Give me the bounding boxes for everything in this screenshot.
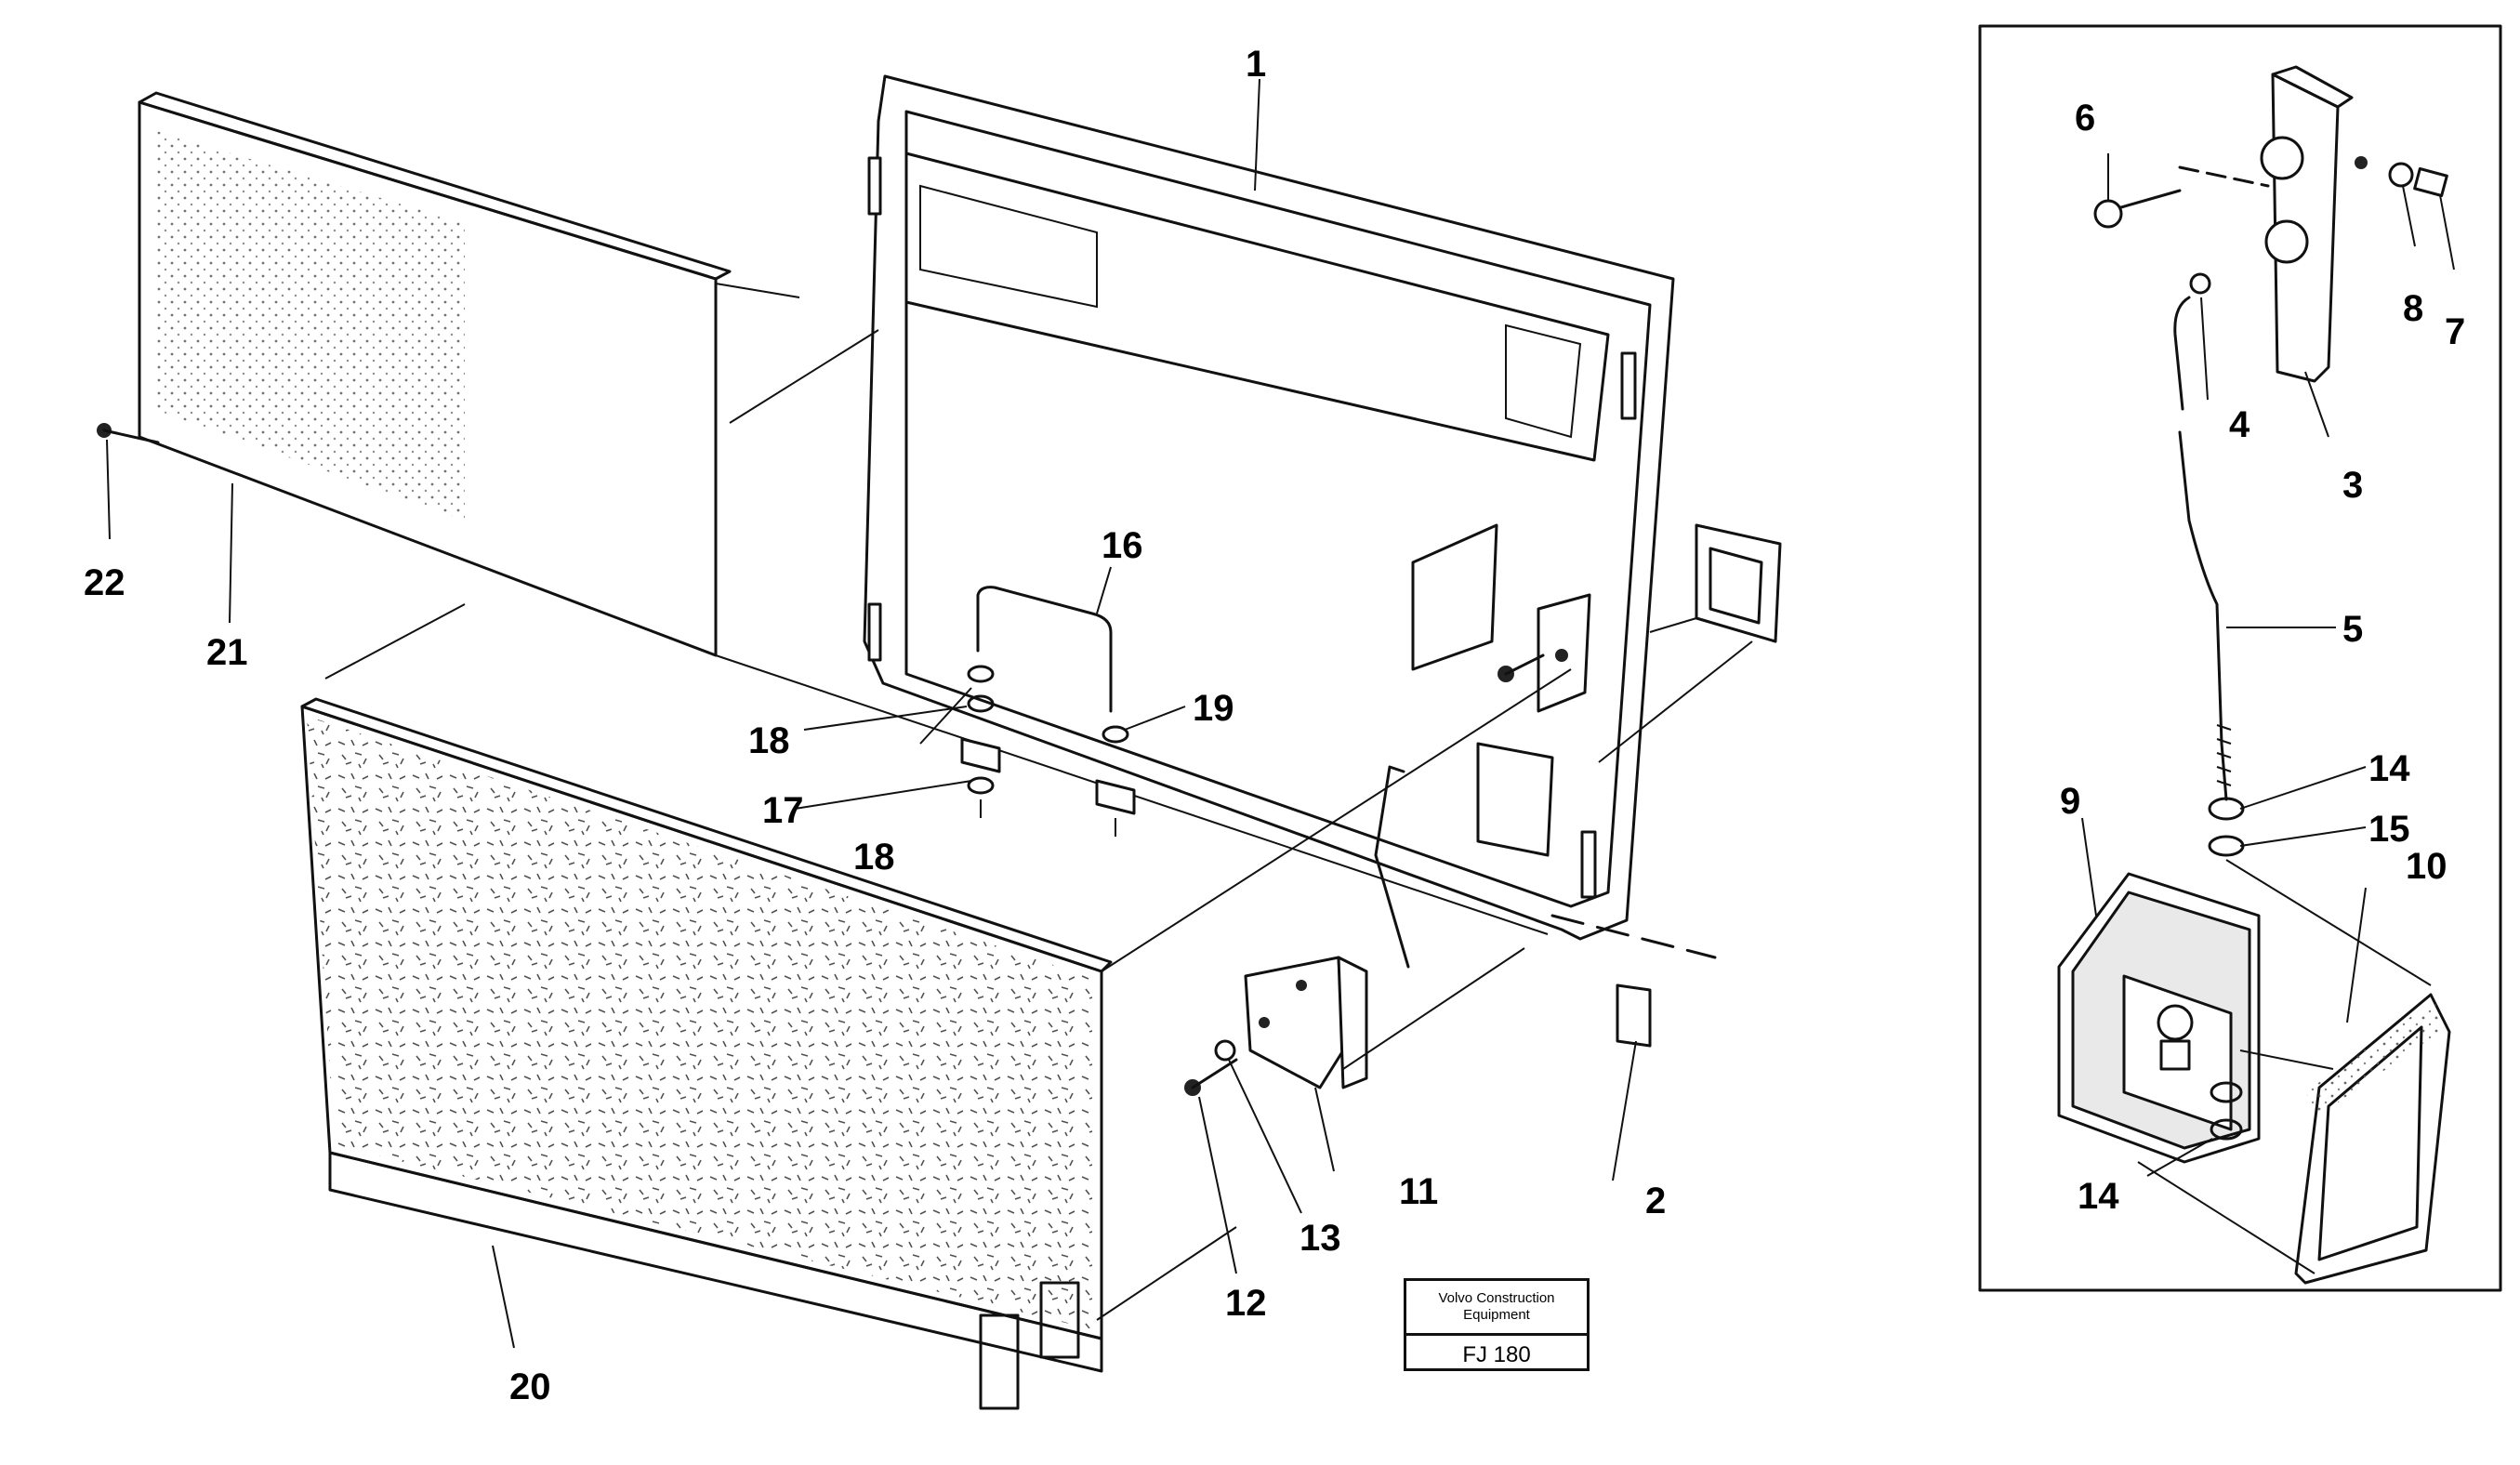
handle: [960, 586, 1136, 837]
callout-17: 17: [762, 790, 804, 831]
caption-box: Volvo Construction Equipment FJ 180: [1404, 1278, 1590, 1371]
detail-inset: [1978, 24, 2502, 1292]
callout-labels: 1 2 3 4 5 6 7 8 9 10 11 12 13 14 14 15 1…: [84, 44, 2465, 1407]
company-name: Volvo Construction Equipment: [1406, 1281, 1587, 1336]
callout-10: 10: [2406, 846, 2447, 887]
callout-2: 2: [1645, 1181, 1666, 1221]
latch-screw: [1497, 653, 1545, 682]
clip-part: [1616, 983, 1652, 1048]
callout-16: 16: [1102, 525, 1143, 566]
callout-8: 8: [2403, 288, 2423, 329]
callout-14b: 14: [2078, 1176, 2119, 1217]
perforated-panel: [97, 91, 732, 657]
door-frame: [863, 74, 1675, 941]
callout-15: 15: [2368, 809, 2410, 850]
callout-18b: 18: [853, 837, 895, 878]
callout-1: 1: [1246, 44, 1266, 85]
latch-rod: [1374, 765, 1410, 969]
callout-11: 11: [1399, 1171, 1438, 1212]
callout-13: 13: [1300, 1218, 1341, 1259]
callout-18a: 18: [748, 720, 790, 761]
callout-21: 21: [206, 632, 248, 673]
callout-6: 6: [2075, 98, 2095, 139]
insulation-panel: [300, 668, 1572, 1410]
callout-4: 4: [2229, 404, 2250, 445]
callout-5: 5: [2342, 609, 2363, 650]
callout-9: 9: [2060, 781, 2080, 822]
callout-19: 19: [1193, 688, 1234, 729]
callout-12: 12: [1225, 1283, 1267, 1324]
frame-gasket: [1598, 523, 1782, 763]
callout-14a: 14: [2368, 748, 2410, 789]
callout-7: 7: [2445, 311, 2465, 352]
leader-lines: [106, 78, 2455, 1349]
figure-code: FJ 180: [1462, 1341, 1531, 1367]
bracket: [1096, 947, 1525, 1321]
callout-3: 3: [2342, 465, 2363, 506]
callout-22: 22: [84, 562, 125, 603]
callout-20: 20: [509, 1366, 551, 1407]
